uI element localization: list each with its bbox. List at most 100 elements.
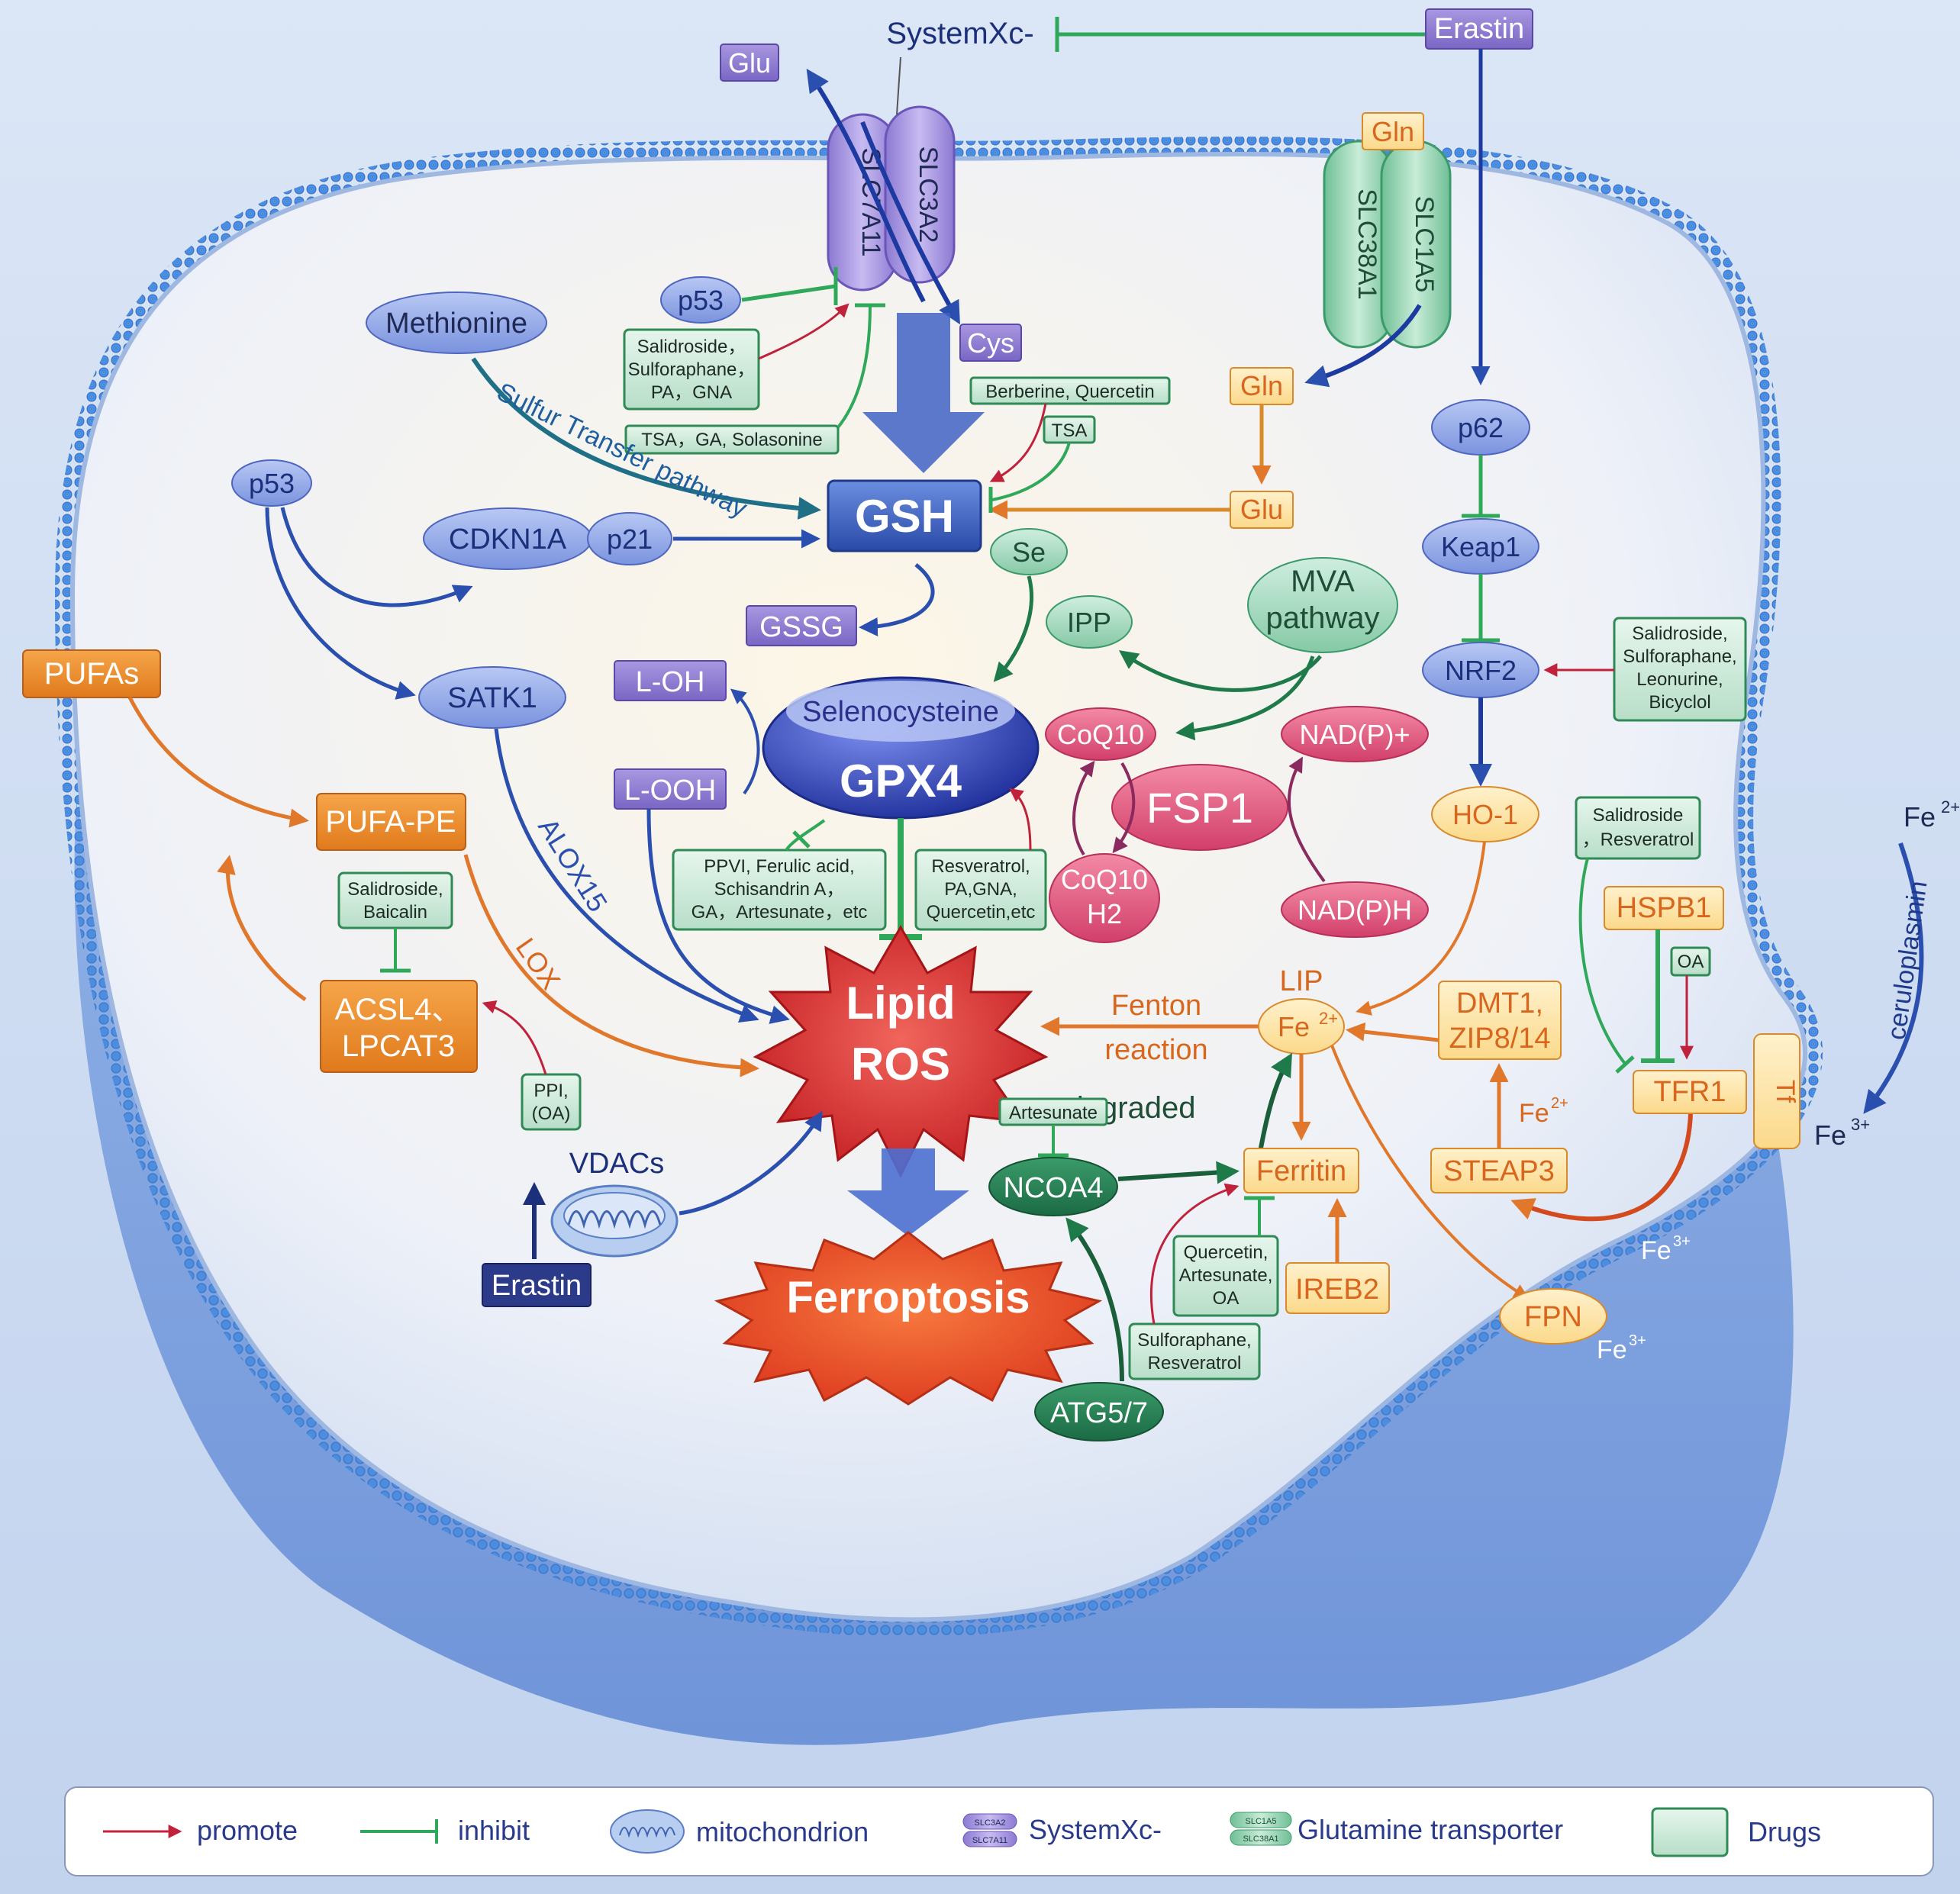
coq10-oval [1045,707,1156,761]
fe3-fpn-label: Fe [1597,1335,1627,1364]
drug-box-berberine [969,376,1171,405]
nadp-plus-label: NAD(P)+ [1299,719,1410,750]
methionine-oval [366,292,547,354]
fenton-line2: reaction [1104,1034,1207,1066]
drug-nrf2-line3: Leonurine, [1636,669,1723,690]
satk1-oval [418,666,566,729]
dmt1-line1: DMT1, [1456,987,1543,1019]
slc3a2-protein [884,105,956,284]
drug-box-nrf2: Salidroside, Sulforaphane, Leonurine, Bi… [1613,617,1747,722]
l-ooh-to-l-oh-arrow [730,688,760,795]
drug-box-gpx4-inhibit: PPVI, Ferulic acid, Schisandrin A， GA，Ar… [672,849,887,931]
gln-in-label: Gln [1240,370,1283,401]
drug-nrf2-line2: Sulforaphane, [1623,646,1736,667]
selenocysteine-cap [786,681,1015,742]
pufa-pe-label: PUFA-PE [325,805,456,839]
legend-inhibit-label: inhibit [458,1815,530,1846]
legend-mini-slc1a5: SLC1A5 [1246,1817,1277,1826]
gln-influx-arrow [1304,304,1422,388]
coq10h2-oval [1049,853,1160,943]
fe2-to-fpn-arrow [1330,1045,1530,1300]
drug-ncoa4-line1: Sulforaphane, [1137,1330,1251,1351]
ho1-label: HO-1 [1452,799,1518,830]
mva-line1: MVA [1291,565,1355,598]
ferritin-label: Ferritin [1256,1155,1346,1187]
erastin-bottom-label: Erastin [492,1270,582,1302]
systemxc-transporter: SLC7A11 SLC3A2 [827,105,956,292]
ceruloplasmin-arrow [1863,842,1924,1114]
glu-efflux-arrow [806,69,926,303]
legend-drugs-label: Drugs [1748,1816,1821,1847]
legend-mini-slc3a2: SLC3A2 [975,1818,1006,1828]
drug-promote-gpx4-arrow [1009,788,1032,851]
coq10-label: CoQ10 [1057,719,1144,750]
atg57-label: ATG5/7 [1050,1397,1148,1429]
ncoa4-oval [988,1157,1118,1216]
tfr1-box [1633,1070,1747,1114]
acsl4-line2: LPCAT3 [342,1029,455,1063]
glu-out-label: Glu [728,47,771,79]
drug-artesunate-label: Artesunate [1009,1103,1098,1123]
ho1-oval [1431,786,1539,842]
hspb1-box [1604,886,1724,930]
hspb1-label: HSPB1 [1617,892,1712,924]
fpn-oval [1499,1288,1607,1345]
drug-box-gpx4-promote: Resveratrol, PA,GNA, Quercetin,etc [914,849,1047,931]
p21-label: p21 [607,523,653,555]
p21-oval [587,512,672,565]
legend-mini-slc38a1: SLC38A1 [1243,1834,1278,1844]
fe2-lip-label: Fe [1278,1011,1310,1042]
ferroptosis-burst [714,1231,1103,1406]
gsh-label: GSH [855,491,954,542]
erastin-top-label: Erastin [1434,13,1524,45]
drug-gpx4-inhibit-line3: GA，Artesunate，etc [691,902,868,923]
nadp-plus-oval [1281,706,1429,762]
methionine-label: Methionine [385,308,527,340]
p53-inhibit-slc7a11 [741,284,837,302]
fe3-outer-label: Fe [1814,1119,1846,1151]
drug-gpx4-inhibit-line1: PPVI, Ferulic acid, [704,856,854,877]
fe2-outer-label: Fe [1904,801,1936,833]
p62-label: p62 [1458,412,1504,443]
drug-ferritin-line2: Artesunate, [1179,1265,1273,1286]
ipp-oval [1046,595,1133,649]
coq10h2-line1: CoQ10 [1061,864,1148,895]
pufas-to-pufa-pe-arrow [127,696,309,828]
drug-tfr1-line2: ，Resveratrol [1582,829,1694,850]
drug-gpx4-promote-line3: Quercetin,etc [927,902,1036,923]
fe3-fpn-superscript: 3+ [1629,1332,1646,1349]
fe3-tfr-superscript: 3+ [1673,1233,1691,1250]
acsl4-line1: ACSL4、 [335,993,463,1026]
pufas-label: PUFAs [44,657,139,691]
nadph-to-nadp-arrow [1287,756,1326,883]
acsl4-box [320,980,478,1073]
berberine-promote-arrow [989,403,1047,482]
drug-tsa-label: TSA [1052,420,1088,441]
mva-to-ipp-arrow [1118,650,1322,692]
vdacs-label: VDACs [569,1148,665,1180]
coq10h2-line2: H2 [1087,898,1122,929]
gssg-label: GSSG [759,611,843,643]
systemxc-pointer [896,56,901,115]
cdkn1a-label: CDKN1A [449,523,567,556]
oa-box [1670,946,1711,977]
lipid-ros-line2: ROS [851,1039,950,1090]
tfr1-to-steap3-arrow [1510,1113,1693,1222]
fe2-steap-superscript: 2+ [1551,1095,1568,1112]
fe2-lip-superscript: 2+ [1319,1009,1338,1028]
pufa-pe-box [316,793,466,851]
tsa-inhibit-line [991,442,1071,501]
systemxc-title: SystemXc- [886,17,1033,50]
p53-to-satk1-arrow [265,507,416,700]
systemxc-to-gsh-arrow [862,313,985,473]
fe2-steap-label: Fe [1519,1099,1549,1128]
fsp1-label: FSP1 [1146,784,1253,832]
nadph-oval [1281,881,1429,938]
cys-box [959,324,1022,362]
drug-acsl4-line2: Baicalin [363,902,427,923]
tfr1-label: TFR1 [1654,1076,1726,1108]
legend-systemxc-icon: SLC3A2 SLC7A11 [962,1813,1017,1847]
drug-slc-promote-line3: PA，GNA [651,382,732,403]
gln-out-label: Gln [1372,116,1414,147]
